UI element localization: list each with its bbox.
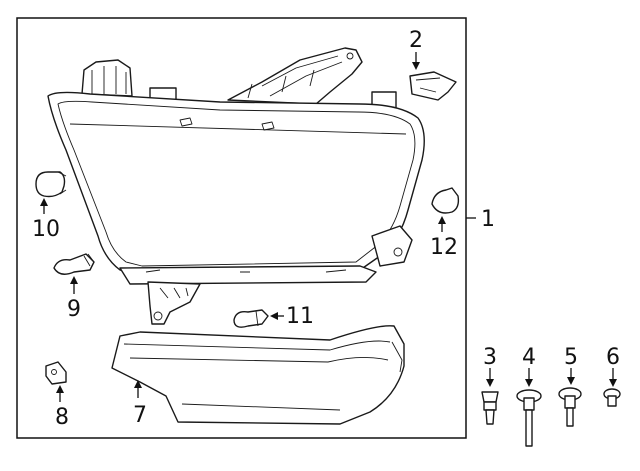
callout-6: 6 <box>606 345 620 370</box>
callout-8: 8 <box>55 405 69 430</box>
callout-11: 11 <box>286 304 314 329</box>
callout-7: 7 <box>133 403 147 428</box>
callout-4: 4 <box>522 345 536 370</box>
callout-3: 3 <box>483 345 497 370</box>
lower-bezel[interactable] <box>111 325 405 425</box>
callout-5: 5 <box>564 345 578 370</box>
callout-9: 9 <box>67 297 81 322</box>
headlamp-assembly[interactable] <box>47 47 425 325</box>
callout-12: 12 <box>430 235 458 260</box>
short-bolt[interactable] <box>558 387 582 427</box>
callout-10: 10 <box>32 217 60 242</box>
callout-2: 2 <box>409 28 423 53</box>
mounting-clip[interactable] <box>409 71 457 101</box>
long-bolt[interactable] <box>516 389 542 447</box>
push-clip[interactable] <box>45 361 67 385</box>
callout-1: 1 <box>481 207 495 232</box>
leader-lines <box>40 52 617 402</box>
wedge-bulb[interactable] <box>53 253 95 275</box>
small-screw[interactable] <box>603 388 621 407</box>
push-pin[interactable] <box>481 391 499 425</box>
marker-bulb[interactable] <box>233 309 269 328</box>
turn-signal-bulb[interactable] <box>35 171 67 198</box>
side-marker-bulb[interactable] <box>431 187 460 214</box>
assembly-frame <box>16 17 467 439</box>
